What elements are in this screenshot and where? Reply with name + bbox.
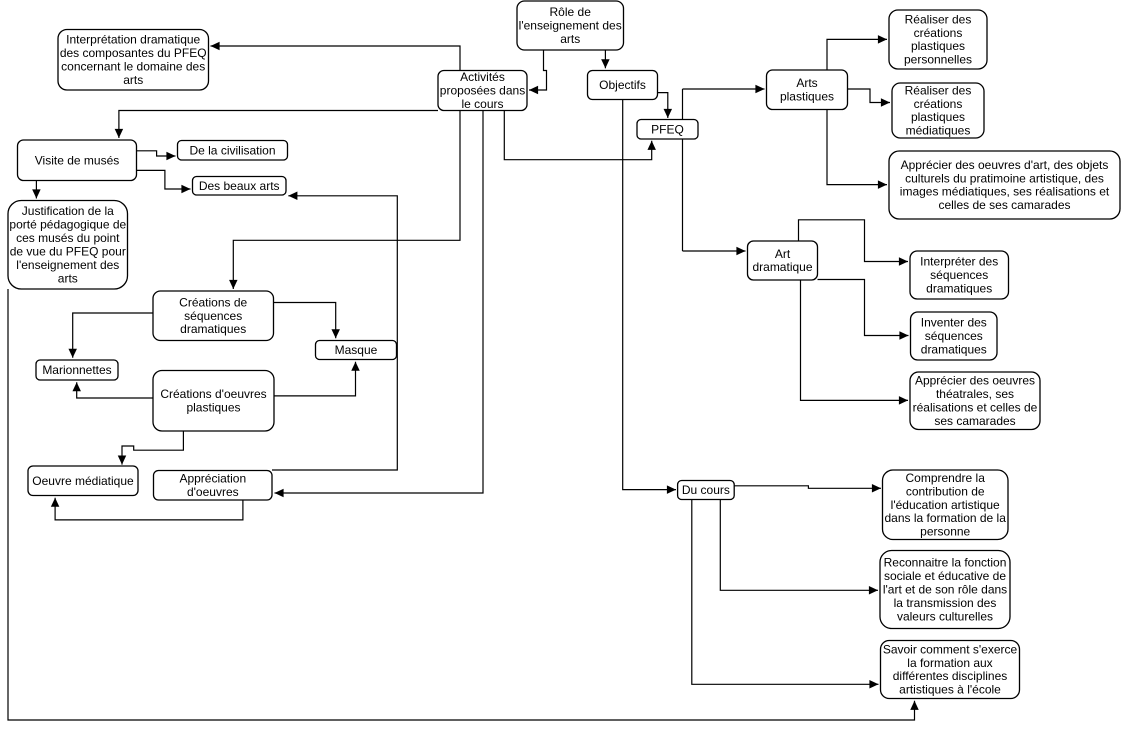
svg-text:créations: créations [914, 97, 963, 111]
svg-text:l'art et de son rôle dans: l'art et de son rôle dans [883, 583, 1007, 597]
svg-text:de vue du PFEQ pour: de vue du PFEQ pour [10, 244, 126, 258]
svg-text:Savoir comment s'exerce: Savoir comment s'exerce [883, 642, 1018, 656]
svg-text:le cours: le cours [461, 97, 503, 111]
svg-text:artistiques à l'école: artistiques à l'école [899, 683, 1001, 697]
svg-text:porté pédagogique de: porté pédagogique de [9, 218, 126, 232]
svg-text:des composantes du PFEQ: des composantes du PFEQ [60, 46, 207, 60]
svg-text:l'enseignement des: l'enseignement des [16, 258, 119, 272]
svg-text:séquences: séquences [184, 309, 242, 323]
svg-text:Reconnaitre la fonction: Reconnaitre la fonction [884, 556, 1007, 570]
svg-text:ses camarades: ses camarades [934, 414, 1015, 428]
svg-text:Apprécier des oeuvres: Apprécier des oeuvres [915, 374, 1035, 388]
svg-text:Visite de musés: Visite de musés [35, 153, 120, 167]
svg-text:arts: arts [58, 271, 78, 285]
svg-text:Créations de: Créations de [179, 295, 247, 309]
svg-text:l'éducation artistique: l'éducation artistique [891, 498, 1000, 512]
svg-text:arts: arts [560, 32, 580, 46]
svg-text:sociale et éducative de: sociale et éducative de [884, 569, 1006, 583]
svg-text:Créations d'oeuvres: Créations d'oeuvres [160, 387, 266, 401]
svg-text:plastiques: plastiques [186, 400, 240, 414]
svg-text:Objectifs: Objectifs [599, 78, 646, 92]
svg-text:créations: créations [914, 26, 963, 40]
svg-text:Apprécier des oeuvres d'art, d: Apprécier des oeuvres d'art, des objets [901, 158, 1109, 172]
svg-text:celles de ses camarades: celles de ses camarades [938, 198, 1070, 212]
svg-text:Oeuvre médiatique: Oeuvre médiatique [32, 474, 134, 488]
svg-text:dans la formation de la: dans la formation de la [884, 511, 1006, 525]
svg-text:personnelles: personnelles [904, 53, 972, 67]
svg-text:réalisations et celles de: réalisations et celles de [913, 400, 1038, 414]
svg-text:Masque: Masque [335, 343, 378, 357]
svg-text:personne: personne [920, 525, 970, 539]
svg-text:ces musés du point: ces musés du point [16, 231, 120, 245]
svg-text:séquences: séquences [930, 268, 988, 282]
svg-text:Rôle de: Rôle de [550, 5, 592, 19]
svg-text:Inventer des: Inventer des [921, 316, 987, 330]
svg-text:PFEQ: PFEQ [651, 122, 684, 136]
svg-text:culturels du pratimoine artist: culturels du pratimoine artistique, des [905, 171, 1104, 185]
svg-text:plastiques: plastiques [911, 39, 965, 53]
svg-text:Interprétation dramatique: Interprétation dramatique [66, 33, 200, 47]
svg-text:plastiques: plastiques [780, 89, 834, 103]
svg-text:Réaliser des: Réaliser des [905, 83, 972, 97]
svg-text:valeurs culturelles: valeurs culturelles [897, 609, 993, 623]
svg-text:dramatiques: dramatiques [180, 322, 246, 336]
svg-text:Art: Art [775, 247, 791, 261]
svg-text:médiatiques: médiatiques [906, 124, 971, 138]
svg-text:Activités: Activités [460, 70, 505, 84]
svg-text:Arts: Arts [796, 76, 817, 90]
svg-text:contribution de: contribution de [906, 484, 985, 498]
svg-text:Des beaux arts: Des beaux arts [199, 179, 280, 193]
svg-text:arts: arts [123, 73, 143, 87]
svg-text:concernant le domaine des: concernant le domaine des [61, 59, 205, 73]
svg-text:images médiatiques, ses réalis: images médiatiques, ses réalisations et [900, 185, 1110, 199]
svg-text:dramatiques: dramatiques [921, 342, 987, 356]
svg-text:Du cours: Du cours [682, 483, 730, 497]
svg-text:théatrales, ses: théatrales, ses [936, 387, 1014, 401]
svg-text:séquences: séquences [925, 329, 983, 343]
svg-text:l'enseignement des: l'enseignement des [519, 19, 622, 33]
svg-text:dramatiques: dramatiques [926, 281, 992, 295]
svg-text:Justification de la: Justification de la [22, 204, 114, 218]
svg-text:De la civilisation: De la civilisation [189, 143, 275, 157]
svg-text:plastiques: plastiques [911, 110, 965, 124]
svg-text:Marionnettes: Marionnettes [42, 363, 111, 377]
svg-text:la transmission des: la transmission des [894, 596, 997, 610]
svg-text:dramatique: dramatique [752, 260, 812, 274]
svg-text:d'oeuvres: d'oeuvres [187, 485, 239, 499]
svg-text:proposées dans: proposées dans [440, 84, 525, 98]
svg-text:Réaliser des: Réaliser des [905, 12, 972, 26]
svg-text:la formation aux: la formation aux [907, 656, 992, 670]
svg-text:différentes disciplines: différentes disciplines [893, 669, 1008, 683]
svg-text:Interpréter des: Interpréter des [920, 255, 998, 269]
svg-text:Comprendre la: Comprendre la [906, 471, 986, 485]
svg-text:Appréciation: Appréciation [179, 472, 246, 486]
